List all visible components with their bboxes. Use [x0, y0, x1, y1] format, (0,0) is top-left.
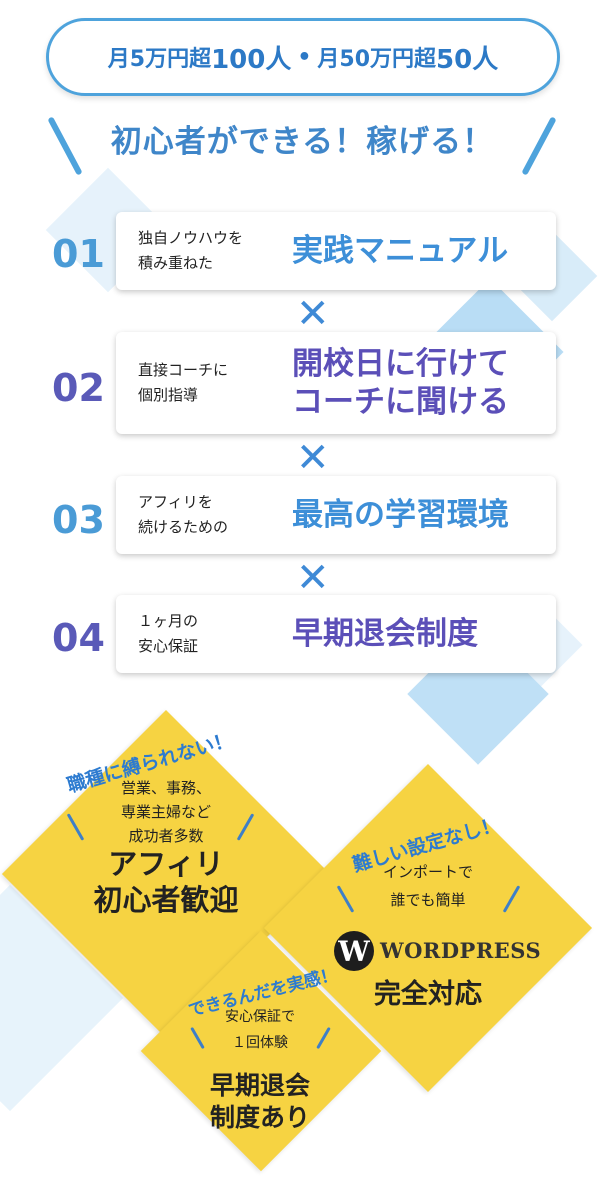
multiply-icon: ✕ — [296, 291, 330, 337]
banner-part1-small: 月5万円超 — [107, 47, 212, 72]
feature-main-02: 開校日に行けて コーチに聞ける — [292, 346, 509, 420]
diamond3-main: 早期退会 制度あり — [180, 1070, 340, 1134]
wordpress-wordmark: WORDPRESS — [380, 938, 542, 963]
feature-number-02: 02 — [52, 366, 105, 410]
feature-sub-02: 直接コーチに 個別指導 — [138, 361, 229, 404]
multiply-icon: ✕ — [296, 555, 330, 601]
feature-number-03: 03 — [52, 498, 105, 542]
feature-sub-01: 独自ノウハウを 積み重ねた — [138, 229, 244, 272]
feature-card-04: １ヶ月の 安心保証 早期退会制度 — [116, 595, 556, 673]
diamond3-lines: 安心保証で １回体験 — [190, 1004, 330, 1056]
diamond1-main-line: 初心者歓迎 — [93, 883, 239, 917]
diamond1-main-line: アフィリ — [108, 847, 224, 881]
diamond1-line: 営業、事務、 — [120, 779, 211, 797]
feature-card-02: 直接コーチに 個別指導 開校日に行けて コーチに聞ける — [116, 332, 556, 434]
diamond2-lines: インポートで 誰でも簡単 — [348, 858, 508, 914]
banner-dot: • — [297, 44, 312, 70]
feature-sub-04: １ヶ月の 安心保証 — [138, 612, 199, 655]
banner-part1-big: 100人 — [211, 44, 292, 75]
diamond2-line: 誰でも簡単 — [390, 891, 466, 909]
diamond1-line: 専業主婦など — [120, 803, 211, 821]
achievement-banner: 月5万円超 100人 • 月50万円超 50人 — [46, 18, 560, 96]
feature-number-01: 01 — [52, 232, 105, 276]
diamond3-main-line: 早期退会 — [209, 1071, 310, 1100]
diamond1-line: 成功者多数 — [128, 827, 204, 845]
feature-main-01: 実践マニュアル — [292, 233, 509, 269]
multiply-icon: ✕ — [296, 435, 330, 481]
diamond3-line: １回体験 — [232, 1035, 288, 1051]
feature-card-03: アフィリを 続けるための 最高の学習環境 — [116, 476, 556, 554]
diamond1-main: アフィリ 初心者歓迎 — [60, 846, 272, 918]
diamond2-main: 完全対応 — [338, 978, 518, 1012]
diamond2-main-line: 完全対応 — [374, 979, 482, 1010]
diamond2-line: インポートで — [382, 863, 473, 881]
diamond3-line: 安心保証で — [225, 1009, 295, 1025]
diamond3-main-line: 制度あり — [209, 1103, 310, 1132]
feature-number-04: 04 — [52, 616, 105, 660]
feature-main-03: 最高の学習環境 — [292, 497, 509, 533]
wordpress-logo-icon: W — [334, 931, 374, 971]
diamond1-lines: 営業、事務、 専業主婦など 成功者多数 — [86, 776, 246, 848]
banner-part2-small: 月50万円超 — [317, 47, 437, 72]
feature-card-01: 独自ノウハウを 積み重ねた 実践マニュアル — [116, 212, 556, 290]
headline: 初心者ができる！稼げる！ — [110, 124, 495, 160]
feature-main-04: 早期退会制度 — [292, 616, 478, 652]
banner-part2-big: 50人 — [436, 44, 499, 75]
feature-sub-03: アフィリを 続けるための — [138, 493, 229, 536]
